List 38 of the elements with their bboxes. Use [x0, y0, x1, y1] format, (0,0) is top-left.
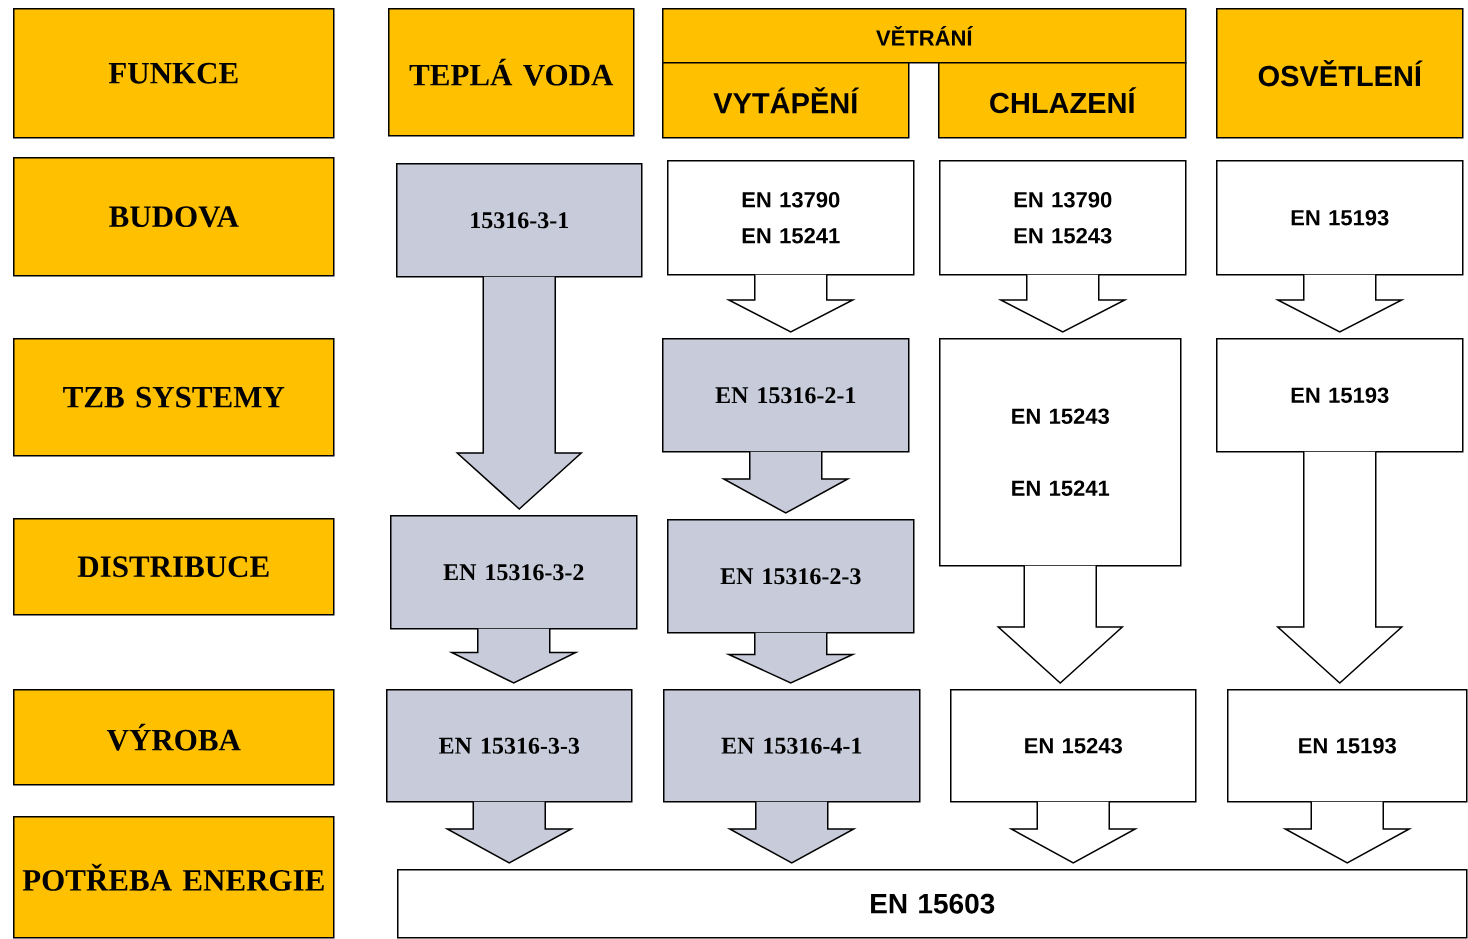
standard-box: EN 15316-2-3: [667, 519, 915, 634]
block-arrow: [1275, 450, 1404, 684]
standard-box: EN 13790 EN 15243: [939, 160, 1187, 276]
standard-box: EN 15193: [1216, 160, 1464, 276]
header-box: BUDOVA: [13, 157, 335, 277]
header-box: POTŘEBA ENERGIE: [13, 816, 335, 939]
header-box: TZB SYSTEMY: [13, 338, 335, 457]
block-arrow: [725, 631, 857, 684]
block-arrow: [720, 450, 851, 514]
header-band: VĚTRÁNÍ: [662, 8, 1187, 64]
standard-box: EN 15243 EN 15241: [939, 338, 1182, 567]
block-arrow: [448, 627, 579, 684]
header-box: DISTRIBUCE: [13, 518, 335, 616]
block-arrow: [997, 273, 1128, 333]
standard-box: EN 15316-2-1: [662, 338, 910, 453]
header-box: VÝROBA: [13, 689, 335, 786]
standard-box: EN 15316-3-2: [390, 515, 638, 630]
standard-box: EN 15243: [950, 689, 1197, 803]
header-box: OSVĚTLENÍ: [1216, 8, 1464, 139]
block-arrow: [725, 273, 856, 333]
block-arrow: [1282, 800, 1413, 864]
header-box: TEPLÁ VODA: [388, 8, 635, 137]
standard-box: EN 15193: [1227, 689, 1468, 803]
block-arrow: [996, 564, 1125, 684]
standard-box: EN 15193: [1216, 338, 1464, 453]
standard-box: EN 13790 EN 15241: [667, 160, 915, 276]
block-arrow: [1008, 800, 1139, 864]
header-box: VYTÁPĚNÍ: [662, 62, 910, 139]
block-arrow: [726, 800, 857, 864]
header-box: CHLAZENÍ: [938, 62, 1187, 139]
block-arrow: [455, 275, 584, 510]
standard-box: EN 15316-3-3: [386, 689, 633, 803]
standard-box: 15316-3-1: [396, 163, 643, 278]
block-arrow: [1274, 273, 1405, 333]
standard-box: EN 15603: [397, 869, 1468, 939]
standard-box: EN 15316-4-1: [663, 689, 921, 803]
block-arrow: [444, 800, 575, 864]
header-box: FUNKCE: [13, 8, 335, 139]
